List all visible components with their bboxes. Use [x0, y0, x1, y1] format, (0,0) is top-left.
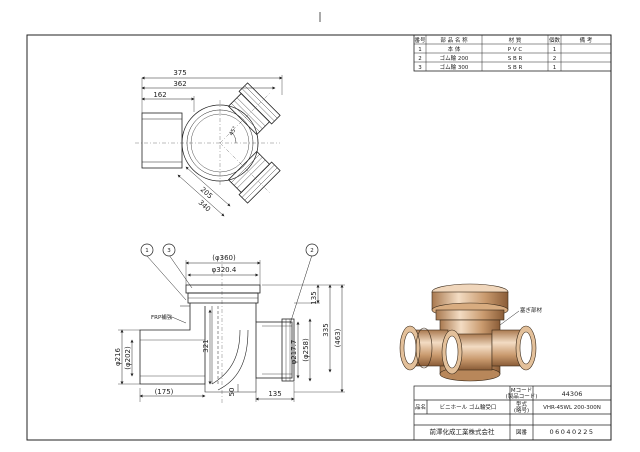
dim-335: 335 — [322, 323, 330, 336]
parts-row-3-no: 3 — [418, 65, 422, 71]
dim-phi320: φ320.4 — [212, 266, 237, 274]
parts-table: 番号 部 品 名 称 材 質 個数 備 考 1 本 体 P V C 1 2 ゴム… — [413, 34, 612, 72]
parts-row-2-qty: 2 — [553, 56, 557, 62]
dim-362: 362 — [173, 80, 186, 88]
parts-header-note: 備 考 — [580, 36, 593, 44]
iso-plug-label: 塞ぎ部材 — [520, 306, 543, 314]
parts-header-qty: 個数 — [549, 36, 561, 44]
dim-phi360: (φ360) — [212, 254, 236, 262]
mcode-value: 44306 — [562, 390, 583, 398]
svg-text:3: 3 — [167, 248, 171, 254]
parts-row-1-no: 1 — [418, 47, 422, 53]
dim-375: 375 — [173, 69, 186, 77]
parts-row-1-material: P V C — [508, 47, 523, 53]
mcode-label: Mコード — [511, 387, 532, 394]
iso-socket-right — [491, 325, 537, 371]
plan-left-inlet — [141, 112, 183, 169]
parts-header-material: 材 質 — [509, 36, 522, 44]
isometric-view — [399, 283, 537, 382]
dim-135-top: 135 — [310, 291, 318, 304]
iso-socket-left — [399, 325, 449, 371]
model-label-sub: (略号) — [514, 406, 529, 414]
title-block — [413, 385, 612, 441]
dim-phi202: (φ202) — [124, 346, 132, 370]
plan-view — [135, 75, 283, 217]
drawing-label: 図番 — [516, 429, 528, 436]
balloon-3: 3 — [162, 243, 176, 257]
dim-175: (175) — [155, 388, 174, 396]
dim-340: 340 — [197, 199, 212, 214]
parts-row-3-name: ゴム輪 300 — [440, 63, 469, 71]
mcode-label-sub: (製品コード) — [506, 392, 538, 400]
parts-row-3-qty: 1 — [553, 65, 557, 71]
name-value: ビニホール ゴム輪受口 — [440, 403, 497, 411]
parts-row-1-name: 本 体 — [448, 45, 461, 53]
dim-phi217: φ217.7 — [290, 340, 298, 365]
model-label: 型式 — [516, 400, 528, 408]
section-top-rim — [185, 284, 261, 294]
section-body — [139, 303, 206, 385]
dim-angle: 45° — [229, 125, 239, 137]
parts-header-name: 部 品 名 称 — [440, 36, 468, 44]
dim-phi258: (φ258) — [302, 338, 310, 362]
iso-socket-middle — [441, 329, 493, 375]
dim-321: 321 — [202, 339, 210, 352]
parts-row-2-material: S B R — [508, 56, 523, 62]
svg-text:1: 1 — [145, 248, 149, 254]
drawing-value: 06040225 — [549, 428, 594, 436]
sheet-border — [26, 34, 612, 441]
dim-50: 50 — [228, 388, 236, 397]
name-label: 品名 — [415, 403, 426, 411]
model-value: VHR-45WL 200-300N — [543, 405, 601, 411]
plan-socket-lower — [227, 150, 281, 204]
dim-205: 205 — [199, 186, 214, 201]
parts-row-3-material: S B R — [508, 65, 523, 71]
section-right-socket — [255, 321, 293, 379]
balloon-1: 1 — [140, 243, 154, 257]
dim-162: 162 — [153, 91, 166, 99]
frp-label: FRP補強 — [151, 313, 173, 321]
dim-phi216: φ216 — [114, 347, 122, 366]
section-view — [118, 254, 345, 404]
parts-row-2-no: 2 — [418, 56, 422, 62]
parts-row-1-qty: 1 — [553, 47, 557, 53]
svg-text:2: 2 — [310, 248, 314, 254]
parts-row-2-name: ゴム輪 200 — [440, 54, 469, 62]
dim-135-bottom: 135 — [268, 390, 281, 398]
company-name: 前澤化成工業株式会社 — [430, 427, 496, 436]
parts-header-no: 番号 — [414, 37, 426, 44]
dim-463: (463) — [334, 328, 342, 347]
balloon-2: 2 — [305, 243, 319, 257]
